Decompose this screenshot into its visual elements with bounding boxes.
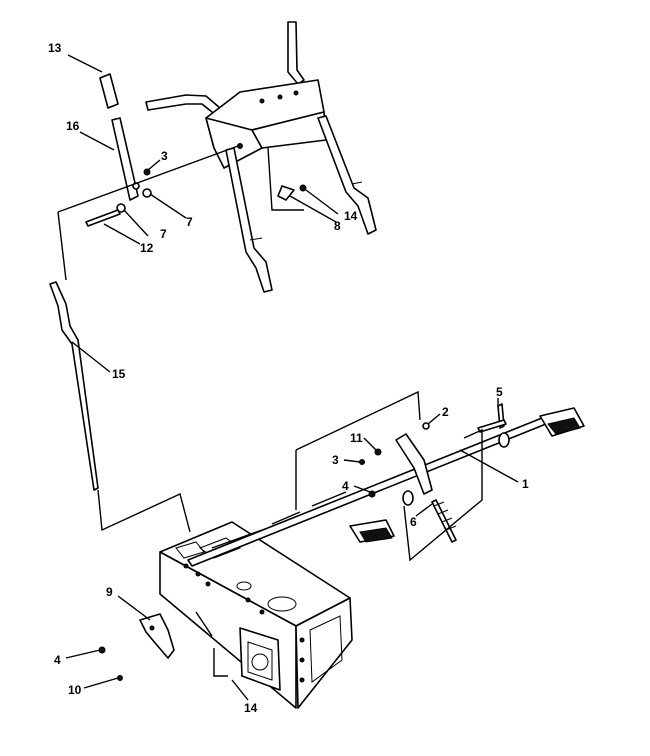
- callout-14-lower: 14: [244, 701, 258, 715]
- bracket-part: [98, 613, 175, 681]
- control-lever: [99, 73, 140, 201]
- callout-10: 10: [68, 683, 82, 697]
- handle-console-assembly: [145, 21, 377, 293]
- callout-1: 1: [522, 477, 529, 491]
- frame-assembly: [159, 521, 353, 709]
- callout-2: 2: [442, 405, 449, 419]
- callout-15: 15: [112, 367, 126, 381]
- callout-4-lower: 4: [54, 653, 61, 667]
- callout-16: 16: [66, 119, 80, 133]
- callout-13: 13: [48, 41, 62, 55]
- callout-7-left: 7: [160, 227, 167, 241]
- callout-4-mid: 4: [342, 479, 349, 493]
- exploded-view-lines: [57, 145, 483, 677]
- control-rod: [49, 281, 99, 491]
- leader-lines: [65, 54, 519, 701]
- callout-5: 5: [496, 385, 503, 399]
- callout-9: 9: [106, 585, 113, 599]
- callout-6: 6: [410, 515, 417, 529]
- callout-8: 8: [334, 219, 341, 233]
- brake-arm-assembly: [359, 422, 457, 543]
- upper-hardware: [85, 168, 307, 227]
- callout-12: 12: [140, 241, 154, 255]
- callout-3-upper: 3: [161, 149, 168, 163]
- callout-14-upper: 14: [344, 209, 358, 223]
- callout-7-right: 7: [186, 215, 193, 229]
- callout-3-lower: 3: [332, 453, 339, 467]
- callout-11: 11: [350, 431, 363, 445]
- callout-labels: 13 16 3 7 7 12 14 8 15 5 2 11 3 1 4 6 9 …: [48, 41, 529, 715]
